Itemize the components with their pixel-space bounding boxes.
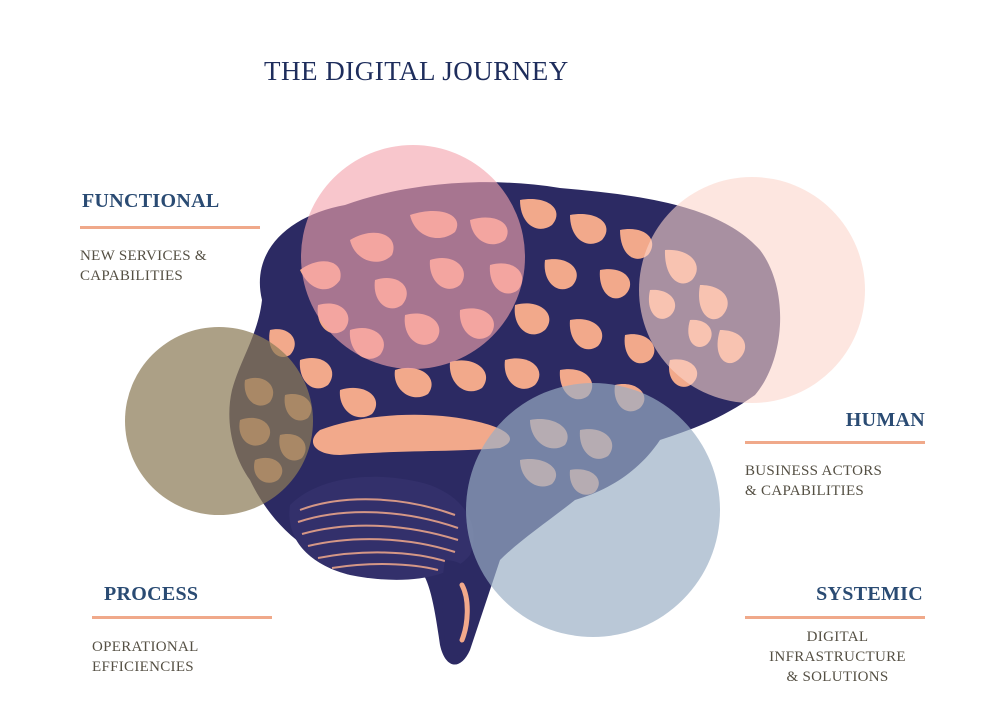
systemic-description: DIGITAL INFRASTRUCTURE & SOLUTIONS (769, 629, 906, 685)
process-rule (92, 616, 272, 619)
process-circle (125, 327, 313, 515)
systemic-block: SYSTEMIC (745, 583, 923, 606)
functional-heading: FUNCTIONAL (82, 190, 220, 212)
human-circle (639, 177, 865, 403)
human-description: BUSINESS ACTORS & CAPABILITIES (745, 463, 883, 499)
functional-description: NEW SERVICES & CAPABILITIES (80, 248, 207, 284)
systemic-circle (466, 383, 720, 637)
systemic-rule (745, 616, 925, 619)
systemic-heading: SYSTEMIC (816, 583, 923, 605)
page-title: THE DIGITAL JOURNEY (264, 56, 569, 86)
process-block: PROCESS (92, 583, 272, 606)
functional-rule (80, 226, 260, 229)
human-block: HUMAN (745, 409, 925, 432)
functional-block: FUNCTIONAL (80, 190, 260, 213)
process-description: OPERATIONAL EFFICIENCIES (92, 639, 199, 675)
process-heading: PROCESS (104, 583, 199, 605)
human-rule (745, 441, 925, 444)
human-heading: HUMAN (845, 409, 925, 431)
functional-circle (301, 145, 525, 369)
